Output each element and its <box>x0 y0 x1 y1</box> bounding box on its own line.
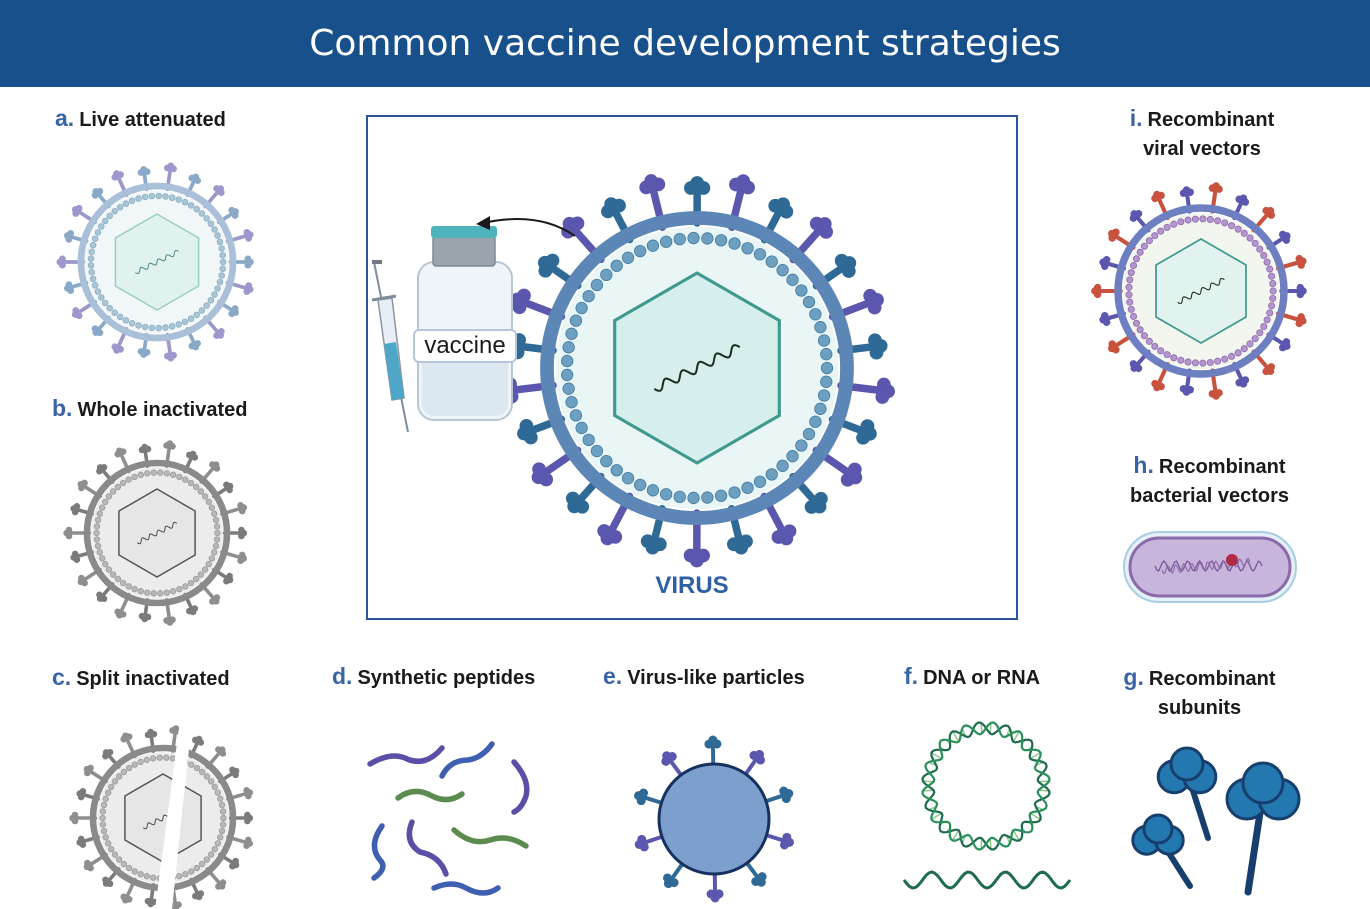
virus-whole-inactivated-matrix-beads <box>93 469 221 597</box>
page-title: Common vaccine development strategies <box>309 23 1061 64</box>
label-recombinant-subunits: g.Recombinant subunits <box>1123 664 1276 719</box>
virus-recombinant-vector-membrane <box>1114 204 1288 378</box>
virus-split-inactivated <box>69 725 254 909</box>
subunit <box>1131 813 1193 889</box>
subunit <box>1156 746 1218 841</box>
virus-main <box>499 174 895 568</box>
virus-whole-inactivated-spike <box>138 443 152 468</box>
virus-live-attenuated-spike <box>216 206 239 225</box>
virus-recombinant-vector <box>1091 182 1307 400</box>
virus-recombinant-vector-genome <box>1177 277 1225 305</box>
virus-main-genome <box>653 344 741 392</box>
virus-whole-inactivated <box>63 440 248 626</box>
virus-recombinant-vector-spike <box>1129 209 1151 233</box>
peptide <box>406 819 449 877</box>
vlp-icon <box>634 735 794 903</box>
label-synthetic-peptides: d.Synthetic peptides <box>332 663 536 689</box>
virus-live-attenuated <box>56 162 254 362</box>
virus-whole-inactivated-genome <box>136 521 178 545</box>
peptide <box>451 827 529 849</box>
virus-main-matrix-beads <box>561 231 834 505</box>
title-banner: Common vaccine development strategies <box>0 0 1370 87</box>
rna-strand <box>902 870 1072 890</box>
virus-main-spike <box>828 415 877 445</box>
label-recombinant-viral-vectors: i.Recombinant viral vectors <box>1129 105 1275 160</box>
virus-split-part-spike <box>76 788 100 801</box>
label-split-inactivated: c.Split inactivated <box>52 664 230 690</box>
peptides-icon <box>367 741 530 896</box>
virus-whole-inactivated-spike <box>77 479 102 499</box>
peptide <box>395 788 465 803</box>
virus-split-part-membrane <box>172 744 237 892</box>
virus-main-membrane <box>540 211 854 525</box>
peptide <box>439 741 495 779</box>
virus-whole-inactivated-spike <box>163 598 176 626</box>
virus-main-spike <box>565 472 605 514</box>
vaccine-label: vaccine <box>413 329 517 363</box>
subunits-icon <box>1131 746 1301 896</box>
virus-split-part-spike <box>169 725 180 753</box>
virus-whole-inactivated-spike <box>138 598 152 623</box>
label-whole-inactivated: b.Whole inactivated <box>52 395 248 421</box>
label-recombinant-bacterial-vectors: h.Recombinant bacterial vectors <box>1130 452 1289 507</box>
virus-panel-frame <box>366 115 1018 620</box>
virus-main-spike <box>726 505 753 555</box>
label-live-attenuated: a.Live attenuated <box>55 105 226 131</box>
virus-whole-inactivated-spike <box>183 592 199 616</box>
peptide <box>371 823 386 881</box>
peptide <box>367 745 445 767</box>
virus-recombinant-vector-matrix-beads <box>1125 215 1277 367</box>
dna-rna-icon <box>902 721 1072 890</box>
label-virus-like-particles: e.Virus-like particles <box>603 663 805 689</box>
label-dna-or-rna: f.DNA or RNA <box>904 663 1041 689</box>
peptide <box>511 759 530 815</box>
arrow-icon <box>476 216 576 237</box>
bacterium-icon <box>1123 531 1297 603</box>
syringe-icon <box>371 260 409 433</box>
virus-live-attenuated-membrane <box>77 182 237 342</box>
subunit <box>1225 761 1301 896</box>
peptide <box>431 881 501 896</box>
virus-whole-inactivated-membrane <box>83 459 231 607</box>
virus-live-attenuated-matrix-beads <box>87 192 227 332</box>
virus-live-attenuated-genome <box>135 250 179 274</box>
virus-split-part-interior <box>172 752 229 884</box>
virus-label: VIRUS <box>655 572 729 599</box>
